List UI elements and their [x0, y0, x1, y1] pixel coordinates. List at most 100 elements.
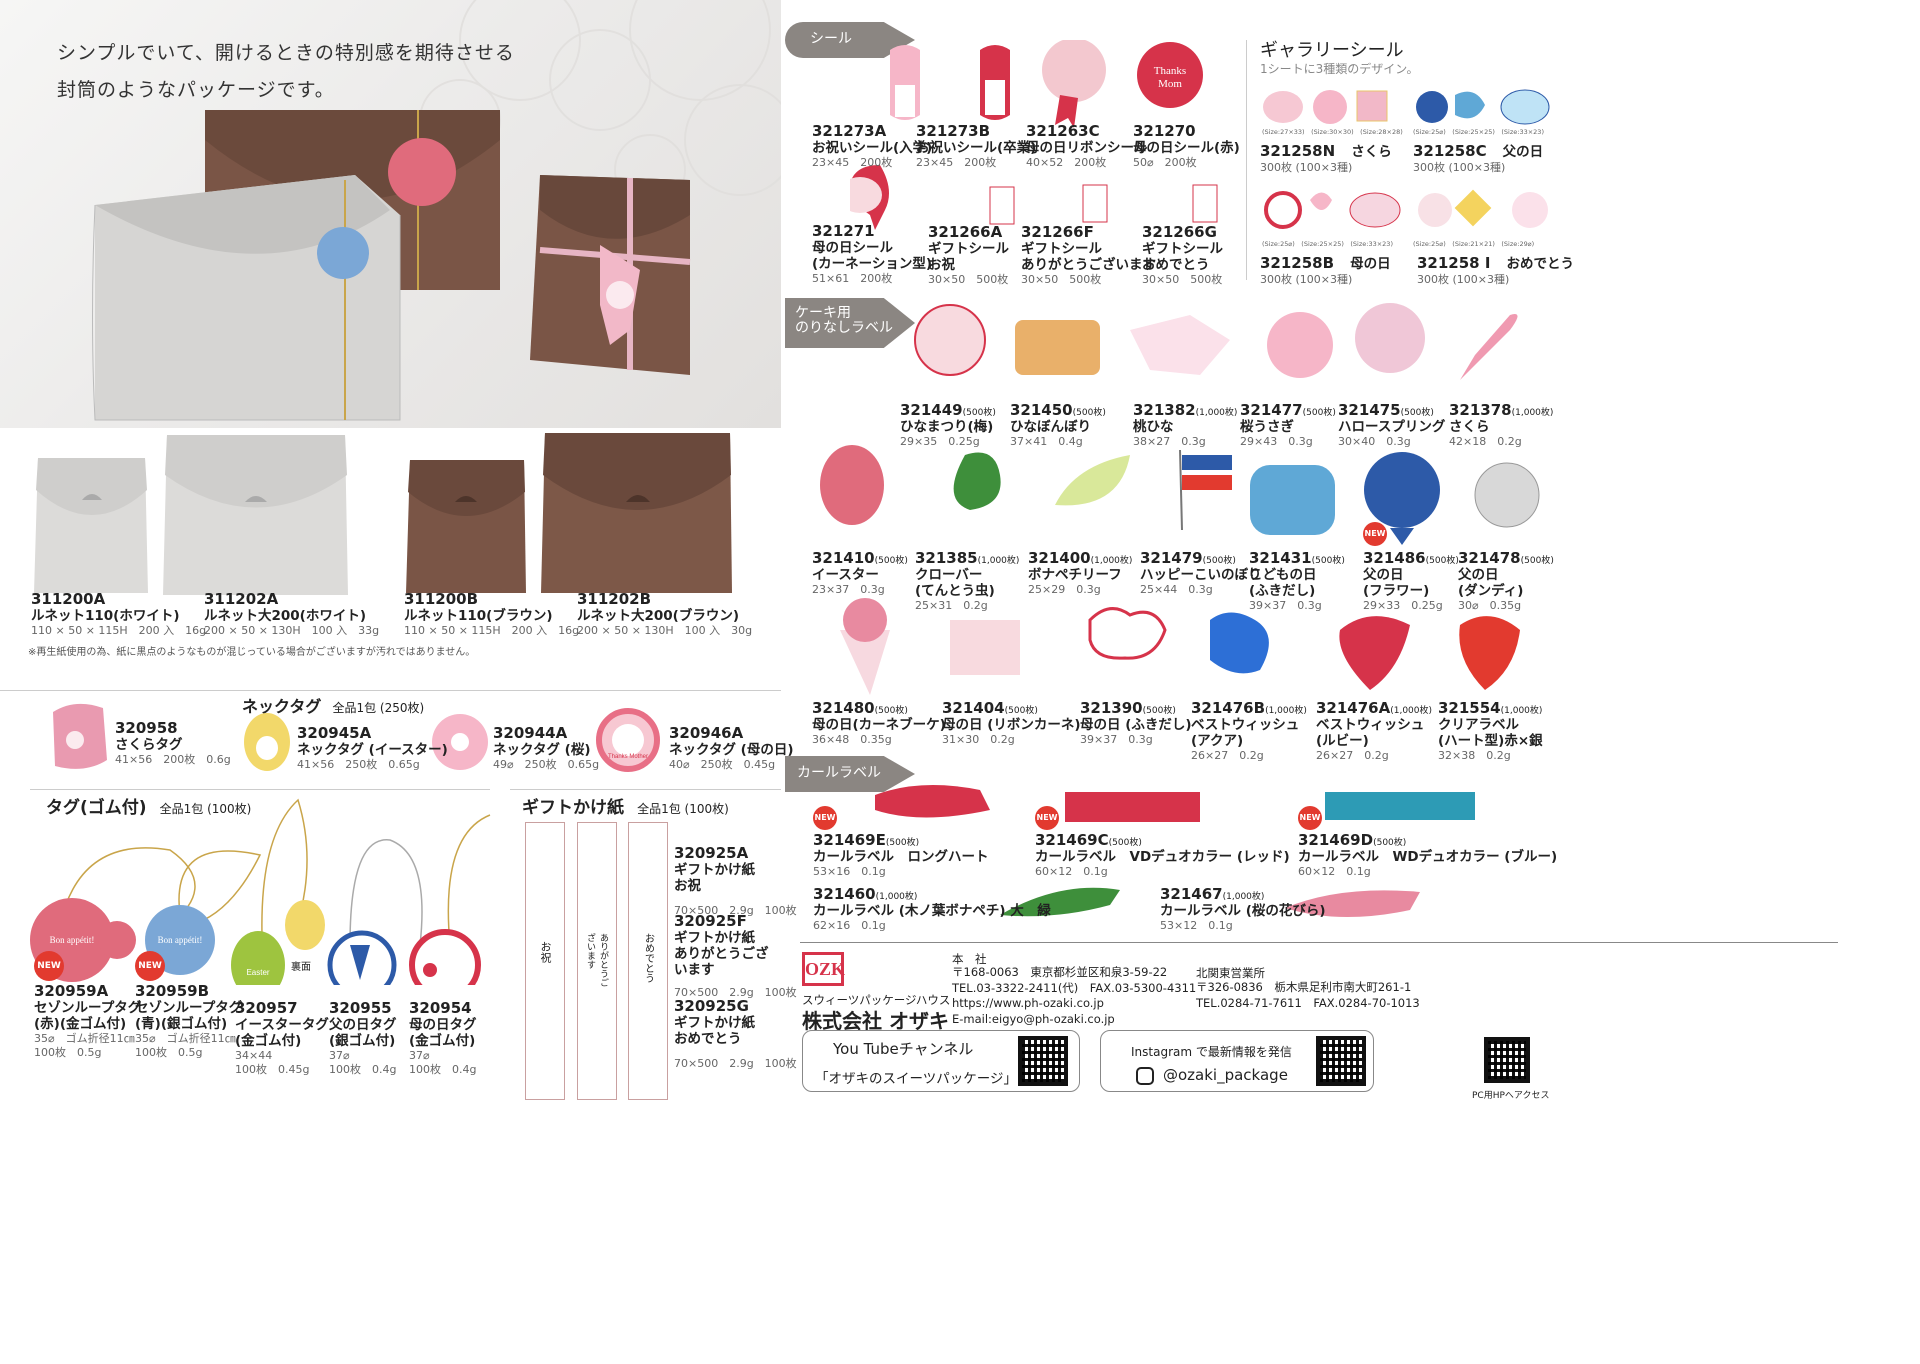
gift-strip: おめでとう [628, 822, 668, 1100]
cake-item: 321478(500枚)父の日(ダンディ)30⌀ 0.35g [1458, 549, 1554, 613]
company-tagline: スウィーツパッケージハウス [802, 993, 951, 1007]
divider [800, 942, 1838, 943]
gallery-sizes: (Size:25⌀) (Size:21×21) (Size:29⌀) [1413, 240, 1535, 248]
hero-copy-line2: 封筒のようなパッケージです。 [57, 79, 335, 101]
divider [510, 789, 781, 790]
bon-appetit-text: Bon appétit! [50, 935, 95, 945]
rubbertag-title: タグ(ゴム付) 全品1包 (100枚) [46, 798, 252, 818]
gift-strip: ありがとうございます [577, 822, 617, 1100]
branch-title: 北関東営業所 [1196, 966, 1265, 980]
section-tab-seal: シール [785, 22, 915, 58]
youtube-box[interactable]: You Tubeチャンネル 「オザキのスイーツパッケージ」 [802, 1030, 1080, 1092]
curl-labels-illustration [875, 785, 1475, 918]
divider [1246, 40, 1247, 280]
company-logo: OZK [802, 952, 845, 986]
new-badge: NEW [1363, 522, 1387, 546]
pc-access-label: PC用HPへアクセス [1472, 1091, 1550, 1101]
section-tab-curl: カールラベル [785, 756, 915, 792]
divider [30, 789, 490, 790]
necktag-frame [230, 690, 781, 691]
cake-item: 321480(500枚)母の日(カーネブーケ)36×48 0.35g [812, 699, 946, 747]
cake-item: 321476B(1,000枚)ベストウィッシュ(アクア)26×27 0.2g [1191, 699, 1307, 763]
box-products-illustration [34, 433, 732, 595]
cake-item: 321431(500枚)こどもの日(ふきだし)39×37 0.3g [1249, 549, 1345, 613]
qr-code-icon [1316, 1036, 1366, 1086]
cake-item: 321390(500枚)母の日 (ふきだし)39×37 0.3g [1080, 699, 1192, 747]
cake-labels-illustration [820, 303, 1540, 695]
seal-illustration: Thanks Mom [850, 40, 1218, 230]
cake-item: 321385(1,000枚)クローバー(てんとう虫)25×31 0.2g [915, 549, 1020, 613]
qr-code-icon[interactable] [1484, 1037, 1530, 1083]
new-badge: NEW [1035, 806, 1059, 830]
recycled-paper-note: ※再生紙使用の為、紙に黒点のようなものが混じっている場合がございますが汚れではあ… [28, 647, 476, 658]
hero-copy-line1: シンプルでいて、開けるときの特別感を期待させる [57, 42, 515, 64]
hq-title: 本 社 [952, 952, 987, 966]
new-badge: NEW [1298, 806, 1322, 830]
gallery-sizes: (Size:25⌀) (Size:25×25) (Size:33×23) [1413, 128, 1544, 136]
new-badge: NEW [34, 951, 64, 981]
gift-strip: お祝 [525, 822, 565, 1100]
necktag-illustration: Thanks Mother [53, 703, 660, 772]
svg-text:Easter: Easter [246, 968, 269, 977]
company-name: 株式会社 オザキ [802, 1009, 949, 1033]
cake-item: 321449(500枚)ひなまつり(梅)29×35 0.25g [900, 401, 996, 449]
qr-code-icon [1018, 1036, 1068, 1086]
giftpaper-title: ギフトかけ紙 全品1包 (100枚) [522, 798, 729, 818]
box-item: 311200B ルネット110(ブラウン) 110 × 50 × 115H 20… [404, 590, 580, 638]
box-item: 311202B ルネット大200(ブラウン) 200 × 50 × 130H 1… [577, 590, 753, 638]
box-item: 311200A ルネット110(ホワイト) 110 × 50 × 115H 20… [31, 590, 207, 638]
back-side-label: 裏面 [291, 962, 311, 973]
hero-illustration [92, 0, 781, 421]
svg-text:Mom: Mom [1158, 78, 1182, 90]
new-badge: NEW [813, 806, 837, 830]
curl-item: 321467(1,000枚)カールラベル (桜の花びら)53×12 0.1g [1160, 885, 1326, 933]
cake-item: 321404(500枚)母の日 (リボンカーネ)31×30 0.2g [942, 699, 1081, 747]
section-tab-cake: ケーキ用のりなしラベル [785, 298, 915, 348]
box-item: 311202A ルネット大200(ホワイト) 200 × 50 × 130H 1… [204, 590, 380, 638]
svg-text:Thanks: Thanks [1154, 65, 1186, 77]
instagram-icon [1136, 1067, 1154, 1085]
svg-text:Bon appétit!: Bon appétit! [158, 935, 203, 945]
instagram-box[interactable]: Instagram で最新情報を発信 @ozaki_package [1100, 1030, 1374, 1092]
hero-photo: シンプルでいて、開けるときの特別感を期待させる 封筒のようなパッケージです。 [0, 0, 781, 428]
gallery-title: ギャラリーシール [1260, 40, 1404, 61]
svg-text:Thanks Mother: Thanks Mother [608, 754, 648, 760]
gallery-sizes: (Size:25⌀) (Size:25×25) (Size:33×23) [1262, 240, 1393, 248]
gallery-illustration [1263, 89, 1550, 229]
